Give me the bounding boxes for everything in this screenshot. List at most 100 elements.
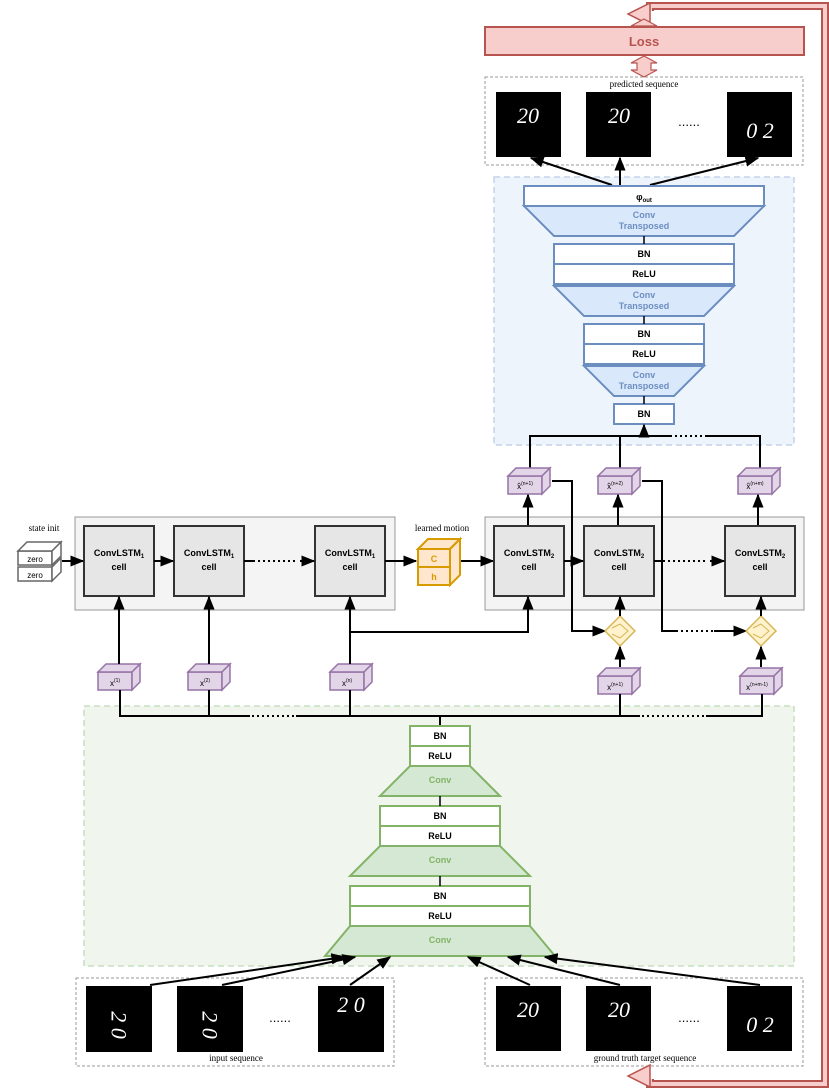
predicted-sequence-label: predicted sequence xyxy=(610,79,679,89)
phi-out-box: φout xyxy=(523,185,765,207)
svg-text:20: 20 xyxy=(608,997,630,1022)
learned-motion-label: learned motion xyxy=(415,523,470,533)
svg-text:Transposed: Transposed xyxy=(619,381,670,391)
encoder-conv-1: Conv xyxy=(377,765,503,797)
state-init-label: state init xyxy=(29,523,60,533)
svg-text:x(2): x(2) xyxy=(200,678,210,688)
svg-text:cell: cell xyxy=(521,562,536,572)
loss-box xyxy=(484,26,805,56)
encoder-relu-2: ReLU xyxy=(379,825,501,847)
svg-text:ConvLSTM2: ConvLSTM2 xyxy=(735,548,786,560)
decoder-bn-2: BN xyxy=(583,323,705,345)
svg-text:Conv: Conv xyxy=(429,775,452,785)
svg-text:20: 20 xyxy=(608,103,630,128)
encoder-conv-2: Conv xyxy=(347,845,533,877)
lstm1-cell-1: ConvLSTM1 cell xyxy=(83,525,155,597)
svg-text:ConvLSTM2: ConvLSTM2 xyxy=(594,548,645,560)
x-cube-n1: x(n+1) xyxy=(596,666,642,696)
encoder-conv-3: Conv xyxy=(322,925,558,957)
lstm1-cell-n: ConvLSTM1 cell xyxy=(314,525,386,597)
decoder-relu-1: ReLU xyxy=(553,263,735,285)
xhat-cube-2: x̂(n+2) xyxy=(596,466,642,496)
selector-to-lstm2-arrows xyxy=(614,595,767,667)
lstm2-cell-2: ConvLSTM2 cell xyxy=(583,525,655,597)
x-cube-nm1: x(n+m-1) xyxy=(738,666,784,696)
svg-text:2 0: 2 0 xyxy=(198,1011,223,1039)
decoder-conv-transposed-1: Conv Transposed xyxy=(521,205,767,237)
svg-text:2 0: 2 0 xyxy=(107,1011,132,1039)
input-sequence-label: input sequence xyxy=(209,1053,263,1063)
encoder-bn-1: BN xyxy=(409,725,471,747)
svg-text:C: C xyxy=(431,554,438,564)
loss-double-arrow xyxy=(630,55,658,78)
svg-text:h: h xyxy=(431,572,437,582)
svg-text:x(n): x(n) xyxy=(342,678,352,688)
encoder-relu-1: ReLU xyxy=(409,745,471,767)
gt-frame-3: 0 2 xyxy=(727,986,792,1051)
svg-text:2 0: 2 0 xyxy=(337,992,365,1017)
lstm1-cell-2: ConvLSTM1 cell xyxy=(173,525,245,597)
xhat-cube-1: x̂(n+1) xyxy=(506,466,552,496)
predicted-frame-2: 20 xyxy=(586,92,651,157)
svg-text:cell: cell xyxy=(342,562,357,572)
svg-text:x(n+1): x(n+1) xyxy=(607,682,623,692)
svg-text:x(n+m-1): x(n+m-1) xyxy=(746,682,768,692)
gt-frame-2: 20 xyxy=(586,986,651,1051)
svg-text:Conv: Conv xyxy=(633,210,656,220)
frames-to-encoder-arrows xyxy=(149,953,761,986)
svg-text:cell: cell xyxy=(611,562,626,572)
svg-text:BN: BN xyxy=(434,731,447,741)
svg-text:ReLU: ReLU xyxy=(632,269,656,279)
svg-text:cell: cell xyxy=(201,562,216,572)
input-frame-1: 2 0 xyxy=(86,986,152,1052)
x-cube-n: x(n) xyxy=(328,662,374,692)
input-frame-3: 2 0 xyxy=(318,986,384,1052)
selector-diamond-2 xyxy=(744,614,778,648)
svg-text:0 2: 0 2 xyxy=(746,1012,774,1037)
learned-motion-cube: C h xyxy=(415,536,463,588)
svg-text:BN: BN xyxy=(434,811,447,821)
svg-text:ConvLSTM1: ConvLSTM1 xyxy=(184,548,235,560)
predicted-frame-3: 0 2 xyxy=(727,92,792,157)
predicted-ellipsis: ...... xyxy=(678,114,700,129)
decoder-bn-1: BN xyxy=(553,243,735,265)
lstm2-cell-m: ConvLSTM2 cell xyxy=(724,525,796,597)
decoder-relu-2: ReLU xyxy=(583,343,705,365)
svg-text:BN: BN xyxy=(638,329,651,339)
svg-text:zero: zero xyxy=(27,571,43,580)
svg-text:BN: BN xyxy=(638,249,651,259)
svg-text:x̂(n+2): x̂(n+2) xyxy=(607,481,623,491)
encoder-to-x-distribution xyxy=(119,690,763,726)
svg-text:ConvLSTM2: ConvLSTM2 xyxy=(504,548,555,560)
svg-text:cell: cell xyxy=(752,562,767,572)
selector-diamond-1 xyxy=(603,614,637,648)
x-cube-1: x(1) xyxy=(96,662,142,692)
svg-text:Conv: Conv xyxy=(633,370,656,380)
svg-text:BN: BN xyxy=(638,409,651,419)
loss-loop-arrowhead-bottom xyxy=(626,1063,651,1089)
predicted-frame-1: 20 xyxy=(496,92,561,157)
input-frame-2: 2 0 xyxy=(177,986,243,1052)
svg-text:cell: cell xyxy=(111,562,126,572)
zero-cube-bottom: zero xyxy=(17,556,62,583)
svg-text:0 2: 0 2 xyxy=(746,118,774,143)
lstm2-cell-1: ConvLSTM2 cell xyxy=(493,525,565,597)
encoder-bn-2: BN xyxy=(379,805,501,827)
svg-text:ReLU: ReLU xyxy=(632,349,656,359)
lstm2-to-xhat-arrows xyxy=(522,493,764,526)
svg-text:ReLU: ReLU xyxy=(428,751,452,761)
loss-top-connector xyxy=(630,18,658,27)
svg-text:φout: φout xyxy=(636,192,652,204)
svg-text:x(1): x(1) xyxy=(110,678,120,688)
xhat-to-decoder-lines xyxy=(529,423,761,468)
svg-text:x̂(n+m): x̂(n+m) xyxy=(746,481,764,491)
svg-text:BN: BN xyxy=(434,891,447,901)
loss-label: Loss xyxy=(629,34,659,49)
decoder-conv-transposed-3: Conv Transposed xyxy=(581,365,707,397)
decoder-conv-transposed-2: Conv Transposed xyxy=(551,285,737,317)
x-cube-2: x(2) xyxy=(186,662,232,692)
encoder-relu-3: ReLU xyxy=(349,905,531,927)
gt-ellipsis: ...... xyxy=(678,1010,700,1025)
x-to-lstm1-arrows xyxy=(113,595,534,664)
